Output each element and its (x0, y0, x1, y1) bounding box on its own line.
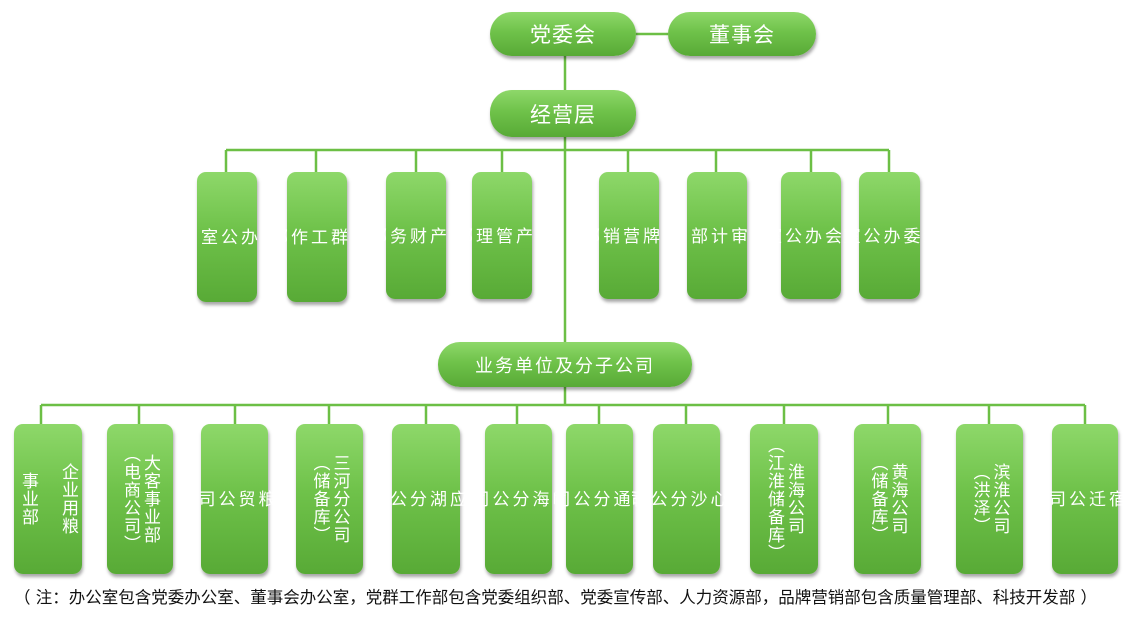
unit-label: 黄海公司 （储备库） (867, 454, 908, 544)
department-audit: 审 计 部 (687, 172, 747, 299)
department-label: 党 群 工 作 部 (267, 228, 367, 246)
department-label: 审 计 部 (687, 226, 747, 245)
unit-nantong: 南 通 分 公 司 (550, 424, 650, 574)
board-node: 董事会 (668, 12, 816, 56)
unit-suqian: 宿 迁 公 司 (1045, 424, 1125, 574)
unit-huaihai: 淮海公司 （江淮储备库） (750, 424, 818, 574)
business-units-label: 业务单位及分子公司 (475, 355, 655, 377)
unit-label: 粮 贸 公 司 (194, 490, 275, 508)
unit-label: 滨淮公司 （洪泽） (969, 463, 1010, 535)
unit-label: 三河分公司 （储备库） (309, 454, 350, 544)
unit-label: 淮海公司 （江淮储备库） (764, 436, 804, 562)
unit-label: 大客事业部 （电商公司） (120, 445, 160, 553)
department-label: 资 产 财 务 部 (366, 226, 466, 245)
party-committee-label: 党委会 (530, 23, 596, 47)
department-label: 纪 委 办 公 室 (839, 226, 940, 245)
unit-label: 南 通 分 公 司 (549, 490, 650, 508)
department-label: 办 公 室 (197, 228, 257, 246)
unit-label: 宿 迁 公 司 (1045, 490, 1125, 508)
department-label: 生 产 管 理 部 (452, 226, 552, 245)
unit-grain-trade: 粮 贸 公 司 (195, 424, 275, 574)
department-office: 办 公 室 (197, 172, 257, 302)
management-label: 经营层 (530, 102, 596, 127)
department-brand-marketing: 品 牌 营 销 部 (579, 172, 679, 299)
department-label: 工 会 办 公 室 (761, 226, 861, 245)
unit-huanghai: 黄海公司 （储备库） (854, 424, 921, 574)
unit-baoyinghu: 宝 应 湖 分 公 司 (366, 424, 486, 574)
unit-label: 企业用粮 事业部 (18, 463, 78, 535)
unit-label: 宝 应 湖 分 公 司 (366, 490, 486, 508)
board-label: 董事会 (709, 23, 775, 47)
department-union-office: 工 会 办 公 室 (761, 172, 861, 299)
department-asset-finance: 资 产 财 务 部 (366, 172, 466, 299)
unit-label: 临 海 分 公 司 (468, 490, 569, 508)
unit-linhai: 临 海 分 公 司 (469, 424, 569, 574)
unit-label: 江 心 沙 分 公 司 (626, 490, 747, 508)
department-production: 生 产 管 理 部 (452, 172, 552, 299)
unit-jiangxinsha: 江 心 沙 分 公 司 (627, 424, 747, 574)
unit-key-account: 大客事业部 （电商公司） (107, 424, 173, 574)
department-discipline-office: 纪 委 办 公 室 (840, 172, 940, 299)
department-party-work: 党 群 工 作 部 (267, 172, 367, 302)
management-node: 经营层 (490, 90, 636, 137)
unit-enterprise-grain: 企业用粮 事业部 (14, 424, 82, 574)
business-units-node: 业务单位及分子公司 (438, 342, 692, 387)
footnote: （ 注：办公室包含党委办公室、董事会办公室，党群工作部包含党委组织部、党委宣传部… (14, 588, 1097, 607)
department-label: 品 牌 营 销 部 (579, 226, 679, 245)
unit-sanhe: 三河分公司 （储备库） (296, 424, 363, 574)
party-committee-node: 党委会 (490, 12, 636, 56)
unit-binhuai: 滨淮公司 （洪泽） (956, 424, 1023, 574)
